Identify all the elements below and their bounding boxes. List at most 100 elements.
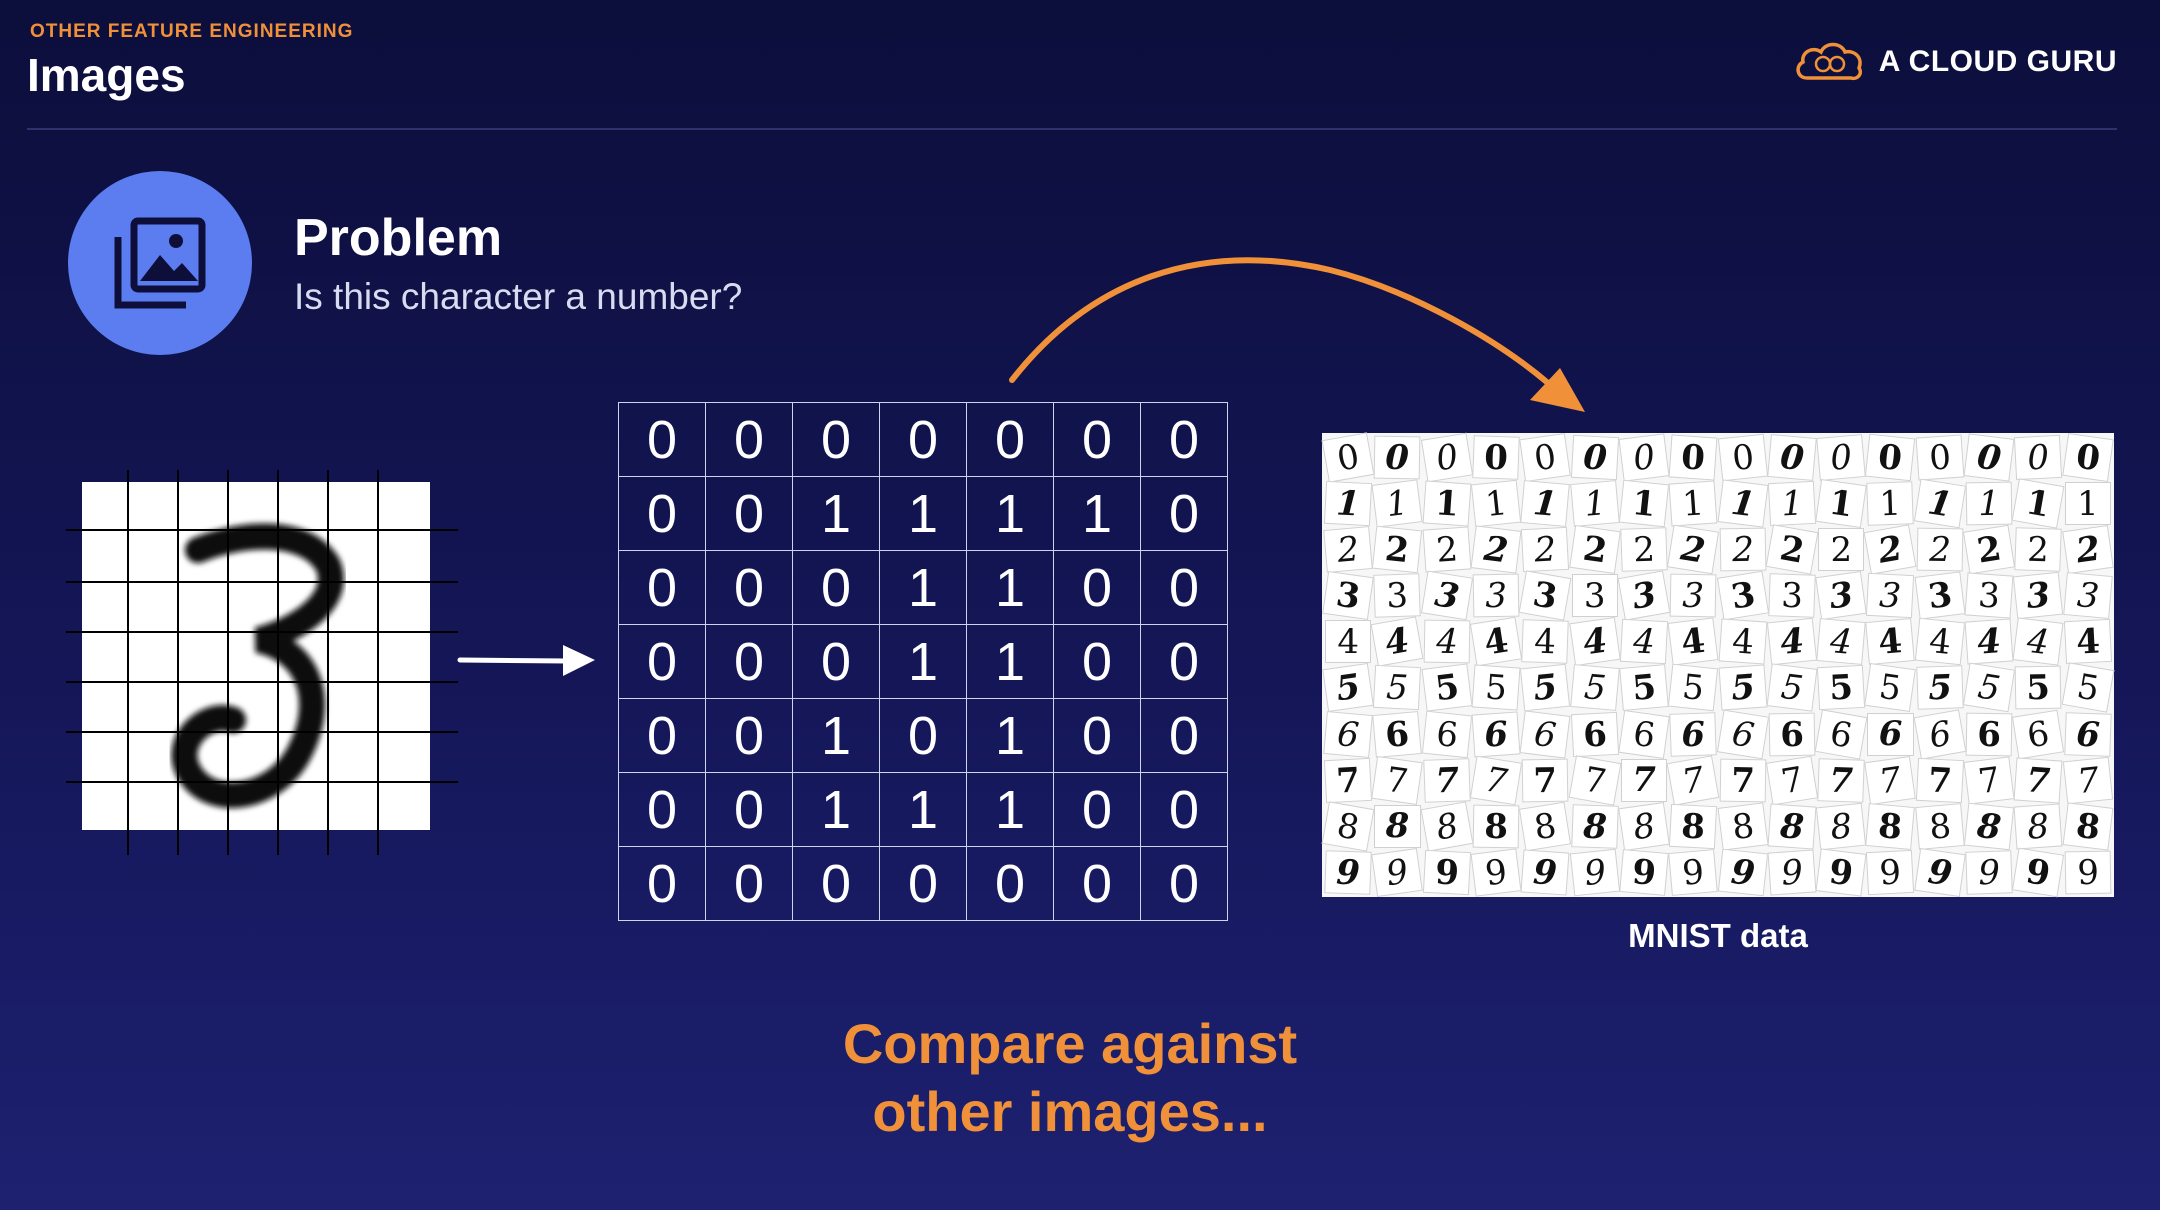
mnist-sample: 1	[2011, 478, 2066, 529]
problem-title: Problem	[294, 209, 503, 267]
mnist-sample: 7	[1422, 757, 1471, 803]
matrix-cell: 1	[966, 550, 1054, 625]
matrix-cell: 0	[966, 402, 1054, 477]
matrix-cell: 1	[879, 772, 967, 847]
mnist-sample: 0	[1717, 433, 1768, 482]
mnist-sample: 3	[1768, 573, 1816, 619]
matrix-cell: 0	[879, 698, 967, 773]
mnist-sample: 0	[2061, 432, 2114, 483]
mnist-sample: 0	[1373, 435, 1421, 480]
mnist-sample: 9	[1668, 848, 1719, 896]
mnist-sample: 2	[1667, 524, 1720, 575]
matrix-cell: 0	[1053, 846, 1141, 921]
mnist-sample: 3	[1373, 573, 1422, 619]
matrix-cell: 1	[966, 624, 1054, 699]
mnist-sample: 4	[1568, 617, 1621, 667]
mnist-sample: 8	[1472, 804, 1520, 849]
mnist-sample: 2	[1470, 525, 1522, 574]
mnist-sample: 9	[1913, 847, 1966, 897]
mnist-sample: 7	[1666, 754, 1720, 806]
mnist-sample: 0	[2014, 434, 2063, 481]
matrix-cell: 0	[705, 772, 793, 847]
matrix-cell: 0	[1053, 402, 1141, 477]
mnist-sample: 8	[2013, 803, 2064, 850]
mnist-sample: 6	[1965, 712, 2013, 757]
matrix-cell: 1	[1053, 476, 1141, 551]
matrix-cell: 0	[618, 476, 706, 551]
mnist-sample: 4	[1766, 618, 1818, 666]
mnist-sample: 5	[1668, 664, 1719, 712]
mnist-sample: 7	[1323, 757, 1373, 803]
mnist-sample: 5	[1322, 663, 1375, 713]
mnist-sample: 0	[1865, 433, 1916, 482]
matrix-cell: 0	[705, 550, 793, 625]
mnist-sample: 1	[1668, 480, 1718, 527]
mnist-sample: 2	[1521, 527, 1570, 573]
mnist-sample: 4	[1370, 616, 1425, 668]
mnist-sample: 1	[1965, 481, 2013, 526]
compare-arrow-icon	[1009, 257, 1585, 412]
mnist-sample: 7	[1963, 756, 2015, 805]
matrix-cell: 0	[618, 624, 706, 699]
matrix-cell: 0	[879, 846, 967, 921]
matrix-cell: 0	[1053, 624, 1141, 699]
matrix-cell: 0	[966, 846, 1054, 921]
matrix-cell: 0	[1053, 772, 1141, 847]
mnist-sample: 9	[1520, 849, 1571, 896]
mnist-sample: 4	[1816, 618, 1867, 666]
mnist-sample: 3	[1322, 571, 1375, 621]
mnist-sample: 3	[1472, 573, 1520, 618]
mnist-sample: 0	[1472, 435, 1520, 480]
mnist-sample: 5	[1421, 663, 1473, 713]
mnist-sample: 9	[1717, 848, 1768, 897]
mnist-sample: 1	[1520, 480, 1571, 528]
mnist-sample: 7	[1915, 757, 1965, 803]
matrix-cell: 0	[705, 402, 793, 477]
mnist-sample: 0	[1816, 434, 1867, 482]
mnist-sample: 1	[2064, 482, 2111, 526]
matrix-cell: 0	[879, 402, 967, 477]
mnist-sample: 2	[1372, 525, 1423, 574]
mnist-sample: 3	[1964, 572, 2014, 619]
matrix-cell: 0	[1053, 698, 1141, 773]
mnist-sample: 5	[1471, 664, 1521, 712]
mnist-sample: 5	[2061, 662, 2115, 714]
mnist-sample: 2	[1568, 525, 1621, 575]
brand-name: A CLOUD GURU	[1878, 45, 2117, 78]
mnist-sample: 6	[1323, 710, 1374, 758]
mnist-sample: 3	[1420, 570, 1474, 621]
convert-arrow-icon	[457, 645, 595, 676]
mnist-sample: 6	[1519, 709, 1572, 759]
mnist-sample: 6	[1716, 709, 1769, 760]
mnist-sample: 5	[1373, 665, 1422, 711]
mnist-sample: 7	[1568, 754, 1622, 806]
mnist-sample: 9	[1965, 850, 2014, 895]
matrix-cell: 0	[618, 846, 706, 921]
matrix-cell: 1	[966, 772, 1054, 847]
matrix-cell: 0	[618, 550, 706, 625]
mnist-sample: 5	[1817, 665, 1866, 711]
mnist-sample: 4	[1521, 619, 1570, 665]
mnist-sample: 6	[2012, 709, 2065, 760]
mnist-sample: 1	[1767, 480, 1817, 527]
mnist-sample: 4	[1423, 619, 1471, 664]
mnist-sample: 9	[1569, 848, 1621, 897]
mnist-sample: 2	[1962, 524, 2016, 575]
mnist-sample: 8	[1374, 804, 1421, 848]
mnist-sample: 0	[1321, 432, 1375, 483]
mnist-sample: 3	[1571, 574, 1618, 618]
image-gallery-icon	[114, 217, 206, 309]
mnist-sample: 6	[1471, 711, 1521, 758]
mnist-sample: 0	[1915, 434, 1965, 481]
mnist-sample: 4	[1325, 620, 1372, 664]
mnist-sample: 4	[1619, 619, 1669, 665]
matrix-cell: 0	[792, 550, 880, 625]
mnist-sample: 5	[2015, 666, 2063, 710]
mnist-sample: 4	[1964, 618, 2014, 666]
mnist-sample: 6	[1570, 711, 1619, 757]
